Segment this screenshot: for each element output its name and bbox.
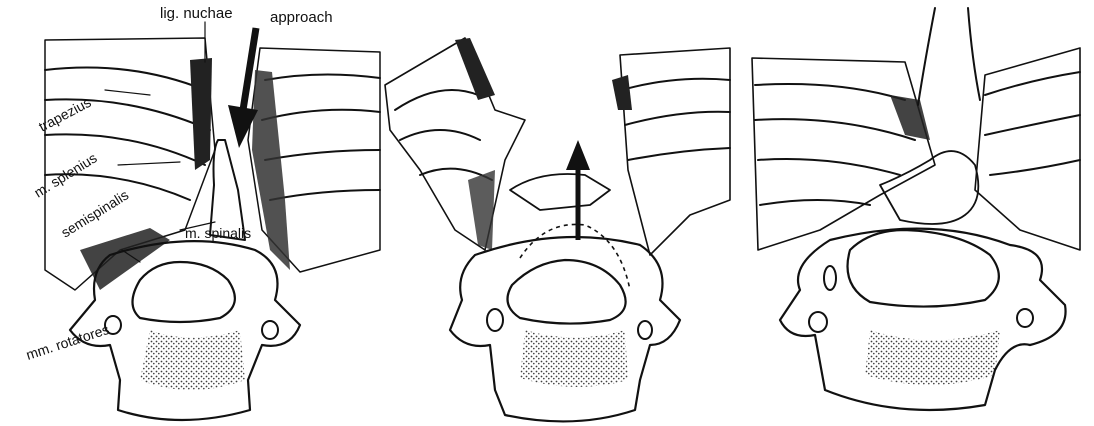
foramen-right-3 [1017,309,1033,327]
label-rotatores: mm. rotatores [24,321,111,363]
muscle-layer-lines [45,68,380,201]
lift-arrow-icon [566,140,590,240]
panel-1-approach: lig. nuchae approach trapezius m. spleni… [24,5,380,420]
label-lig-nuchae: lig. nuchae [160,5,233,22]
spinal-canal-3 [848,230,999,307]
panel-3-closure [752,8,1080,410]
screw-hole-3 [824,266,836,290]
lig-nuchae-shadow [190,58,212,170]
muscle-flap-left [385,38,525,250]
panel-2-elevation [385,38,730,421]
spinal-canal-2 [508,260,626,324]
foramen-right-1 [262,321,278,339]
vertebra-2 [450,237,680,421]
elevated-lamina [510,174,610,210]
label-approach: approach [270,9,333,26]
foramen-left-2 [487,309,503,331]
foramen-right-2 [638,321,652,339]
label-spinalis: m. spinalis [185,225,251,241]
spinal-canal-1 [133,262,235,322]
muscle-mass-right-3 [975,48,1080,250]
label-semispinalis: semispinalis [58,187,131,241]
foramen-left-3 [809,312,827,332]
